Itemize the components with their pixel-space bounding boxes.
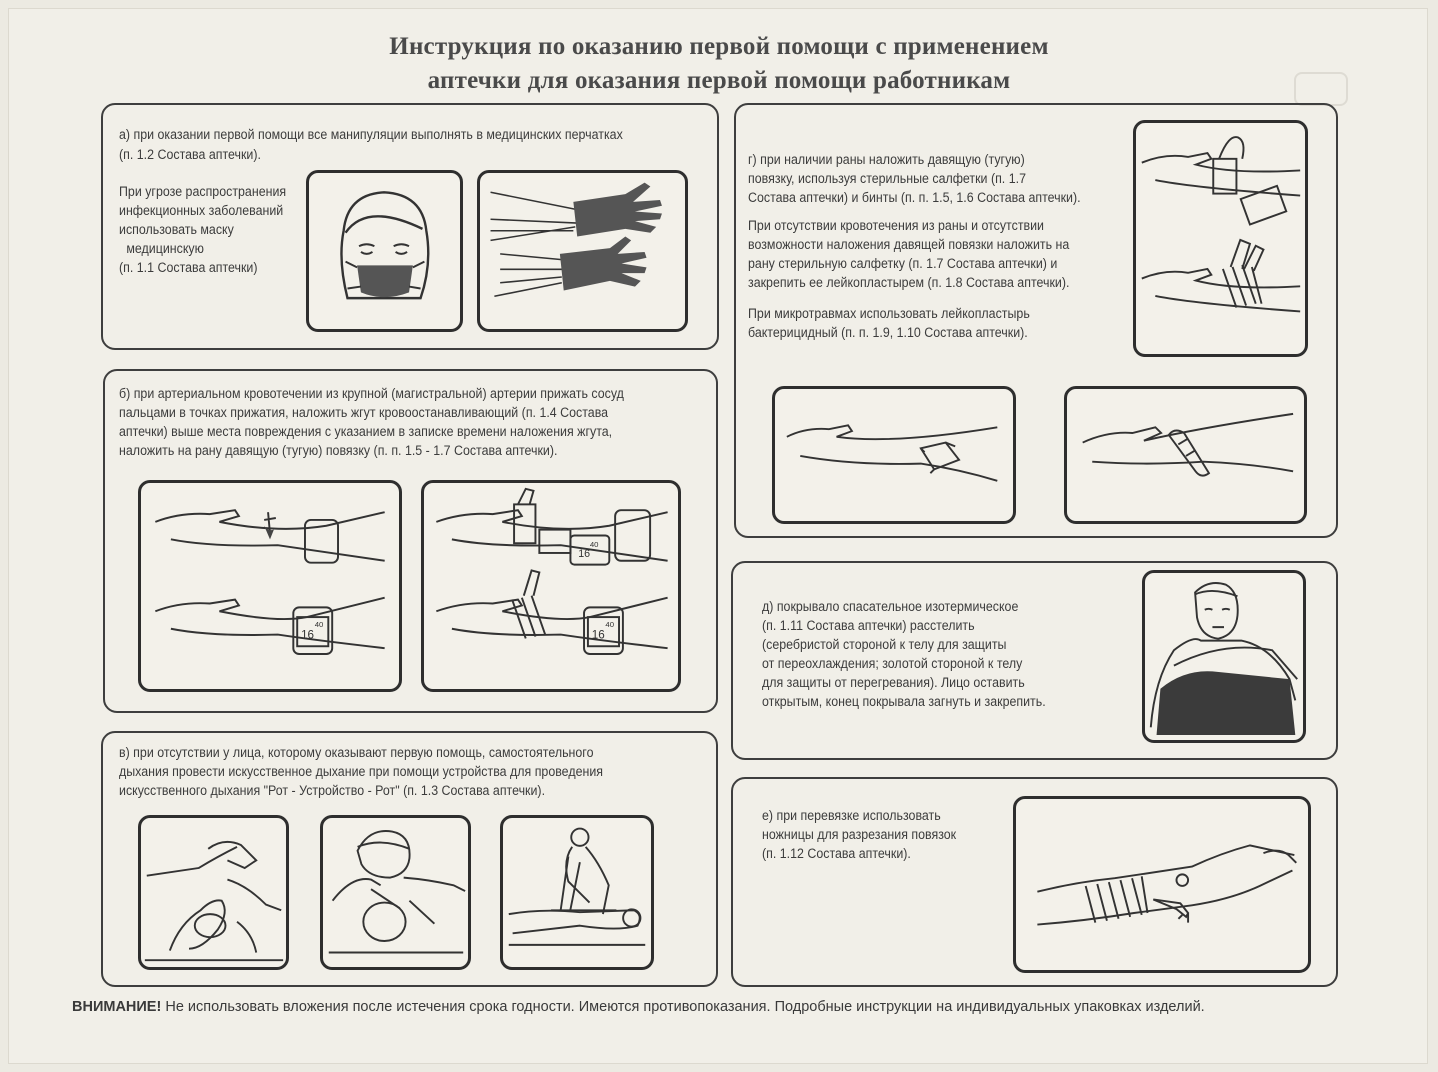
section-v-line: в) при отсутствии у лица, которому оказы… bbox=[119, 745, 594, 760]
section-b-text: б) при артериальном кровотечении из круп… bbox=[119, 384, 624, 460]
scissors-bandage-icon bbox=[1037, 844, 1297, 926]
mask-note-line: медицинскую bbox=[126, 241, 204, 256]
section-g-line: г) при наличии раны наложить давящую (ту… bbox=[748, 152, 1025, 167]
section-d-line: (серебристой стороной к телу для защиты bbox=[762, 637, 1007, 652]
section-b-line: наложить на рану давящую (тугую) повязку… bbox=[119, 443, 558, 458]
tourniquet-time-minutes-1: 40 bbox=[315, 620, 324, 629]
section-g-line: возможности наложения давящей повязки на… bbox=[748, 237, 1070, 252]
thermal-blanket-icon bbox=[1149, 582, 1298, 736]
section-d-line: (п. 1.11 Состава аптечки) расстелить bbox=[762, 618, 975, 633]
section-g-line: При микротравмах использовать лейкопласт… bbox=[748, 306, 1030, 321]
section-e-line: е) при перевязке использовать bbox=[762, 808, 941, 823]
mask-note-line: использовать маску bbox=[119, 222, 234, 237]
scissors-illustration bbox=[1013, 796, 1311, 973]
section-b-line: б) при артериальном кровотечении из круп… bbox=[119, 386, 624, 401]
tourniquet-illustration-2: 16 40 16 40 bbox=[421, 480, 681, 692]
breathing-illustration-3 bbox=[500, 815, 654, 970]
section-b-line: аптечки) выше места повреждения с указан… bbox=[119, 424, 613, 439]
gloves-illustration bbox=[477, 170, 688, 332]
section-v-line: искусственного дыхания "Рот - Устройство… bbox=[119, 783, 546, 798]
section-a-panel bbox=[101, 103, 719, 350]
section-g-line: бактерицидный (п. п. 1.9, 1.10 Состава а… bbox=[748, 325, 1028, 340]
section-e-text: е) при перевязке использовать ножницы дл… bbox=[762, 806, 956, 863]
plaster-illustration bbox=[1064, 386, 1307, 524]
warning-note: ВНИМАНИЕ! Не использовать вложения после… bbox=[72, 999, 1205, 1015]
tourniquet-illustration-1: 16 40 bbox=[138, 480, 402, 692]
section-a-line-2: (п. 1.2 Состава аптечки). bbox=[119, 147, 261, 162]
tourniquet-time-hours-1: 16 bbox=[301, 628, 314, 641]
rescue-blanket-illustration bbox=[1142, 570, 1306, 743]
head-tilt-icon bbox=[144, 840, 284, 962]
arm-tourniquet-icon: 16 40 bbox=[154, 509, 385, 655]
section-d-line: для защиты от перегревания). Лицо остави… bbox=[762, 675, 1025, 690]
mask-note-line: (п. 1.1 Состава аптечки) bbox=[119, 260, 258, 275]
section-b-panel bbox=[103, 369, 718, 713]
mask-illustration bbox=[306, 170, 463, 332]
section-d-line: от переохлаждения; золотой стороной к те… bbox=[762, 656, 1023, 671]
arm-plaster-icon bbox=[1082, 412, 1294, 477]
section-g-line: Состава аптечки) и бинты (п. п. 1.5, 1.6… bbox=[748, 190, 1081, 205]
title-line-2: аптечки для оказания первой помощи работ… bbox=[427, 67, 1011, 94]
face-mask-icon bbox=[340, 191, 430, 300]
section-e-line: (п. 1.12 Состава аптечки). bbox=[762, 846, 911, 861]
warning-label: ВНИМАНИЕ! bbox=[72, 999, 162, 1015]
sterile-wipe-illustration bbox=[772, 386, 1016, 524]
chest-compression-icon bbox=[508, 827, 646, 946]
section-g-paragraph-3: При микротравмах использовать лейкопласт… bbox=[748, 304, 1030, 342]
breathing-illustration-2 bbox=[320, 815, 471, 970]
faint-background-mark bbox=[1294, 72, 1348, 106]
section-d-panel bbox=[731, 561, 1338, 760]
section-v-text: в) при отсутствии у лица, которому оказы… bbox=[119, 743, 603, 800]
tourniquet-time-minutes-3: 40 bbox=[605, 620, 614, 629]
mask-note-line: инфекционных заболеваний bbox=[119, 203, 284, 218]
section-d-text: д) покрывало спасательное изотермическое… bbox=[762, 597, 1046, 711]
mouth-to-mouth-icon bbox=[328, 830, 466, 954]
mask-note-line: При угрозе распространения bbox=[119, 184, 287, 199]
section-v-panel bbox=[101, 731, 718, 987]
section-e-panel bbox=[731, 777, 1338, 987]
arm-bandage-note-icon: 16 40 16 40 bbox=[436, 487, 668, 655]
section-g-line: рану стерильную салфетку (п. 1.7 Состава… bbox=[748, 256, 1058, 271]
breathing-illustration-1 bbox=[138, 815, 289, 970]
warning-text: Не использовать вложения после истечения… bbox=[161, 999, 1205, 1015]
section-g-paragraph-2: При отсутствии кровотечения из раны и от… bbox=[748, 216, 1069, 292]
arm-wipe-icon bbox=[786, 424, 998, 482]
section-g-line: повязку, используя стерильные салфетки (… bbox=[748, 171, 1026, 186]
tourniquet-time-minutes-2: 40 bbox=[590, 540, 599, 549]
section-b-line: пальцами в точках прижатия, наложить жгу… bbox=[119, 405, 609, 420]
section-d-line: д) покрывало спасательное изотермическое bbox=[762, 599, 1019, 614]
mask-note: При угрозе распространения инфекционных … bbox=[119, 182, 286, 277]
section-g-panel bbox=[734, 103, 1338, 538]
section-g-line: При отсутствии кровотечения из раны и от… bbox=[748, 218, 1044, 233]
medical-gloves-icon bbox=[490, 182, 662, 298]
title-line-1: Инструкция по оказанию первой помощи с п… bbox=[389, 33, 1049, 60]
section-d-line: открытым, конец покрывала загнуть и закр… bbox=[762, 694, 1046, 709]
section-a-line-1: а) при оказании первой помощи все манипу… bbox=[119, 127, 623, 142]
section-v-line: дыхания провести искусственное дыхание п… bbox=[119, 764, 604, 779]
section-g-paragraph-1: г) при наличии раны наложить давящую (ту… bbox=[748, 150, 1081, 207]
tourniquet-time-hours-2: 16 bbox=[578, 548, 590, 560]
section-g-line: закрепить ее лейкопластырем (п. 1.8 Сост… bbox=[748, 275, 1070, 290]
pressure-bandage-illustration bbox=[1133, 120, 1308, 357]
section-e-line: ножницы для разрезания повязок bbox=[762, 827, 957, 842]
tourniquet-time-hours-3: 16 bbox=[592, 628, 605, 641]
bandaged-arm-icon bbox=[1141, 136, 1301, 313]
